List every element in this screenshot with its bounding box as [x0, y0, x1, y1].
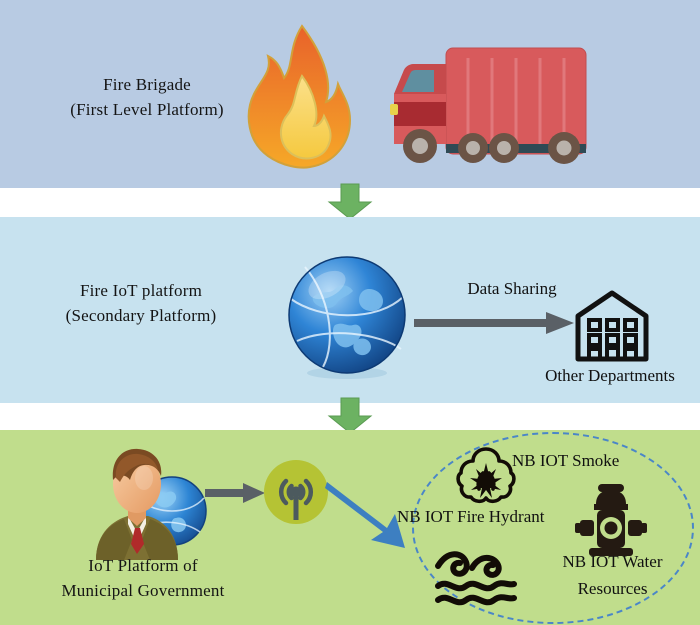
fire-truck-icon	[368, 24, 598, 164]
first-level-platform-label: Fire Brigade (First Level Platform)	[22, 72, 272, 122]
secondary-label-line1: Fire IoT platform	[79, 281, 203, 300]
fire-hydrant-icon	[572, 482, 650, 558]
green-down-arrow-icon	[327, 183, 373, 220]
municipal-label-line1: IoT Platform of	[88, 556, 198, 575]
nb-iot-water-resources-label: NB IOT Water Resources	[530, 548, 695, 602]
water-waves-icon	[432, 546, 522, 606]
nb-iot-smoke-label: NB IOT Smoke	[512, 451, 620, 470]
other-departments-label: Other Departments	[545, 366, 675, 385]
antenna-signal-icon	[263, 459, 329, 525]
globe-icon	[283, 253, 411, 381]
water-label-line2: Resources	[577, 579, 648, 598]
secondary-label-line2: (Secondary Platform)	[65, 306, 217, 325]
municipal-label-line2: Municipal Government	[61, 581, 225, 600]
flame-icon	[238, 22, 356, 170]
gray-right-arrow-icon	[414, 312, 574, 334]
data-sharing-label: Data Sharing	[467, 279, 557, 298]
municipal-platform-label: IoT Platform of Municipal Government	[18, 553, 268, 603]
first-level-label-line1: Fire Brigade	[103, 75, 191, 94]
nb-iot-sensor-cluster-boundary	[412, 432, 694, 624]
gray-right-arrow-icon	[205, 483, 265, 503]
blue-diagonal-arrow-icon	[325, 480, 411, 552]
green-down-arrow-icon	[327, 397, 373, 434]
nb-iot-fire-hydrant-label: NB IOT Fire Hydrant	[397, 507, 545, 526]
smoke-icon	[455, 445, 517, 505]
office-building-icon	[574, 290, 650, 362]
user-globe-icon	[80, 440, 207, 565]
water-label-line1: NB IOT Water	[562, 552, 663, 571]
first-level-label-line2: (First Level Platform)	[70, 100, 224, 119]
secondary-platform-label: Fire IoT platform (Secondary Platform)	[16, 278, 266, 328]
